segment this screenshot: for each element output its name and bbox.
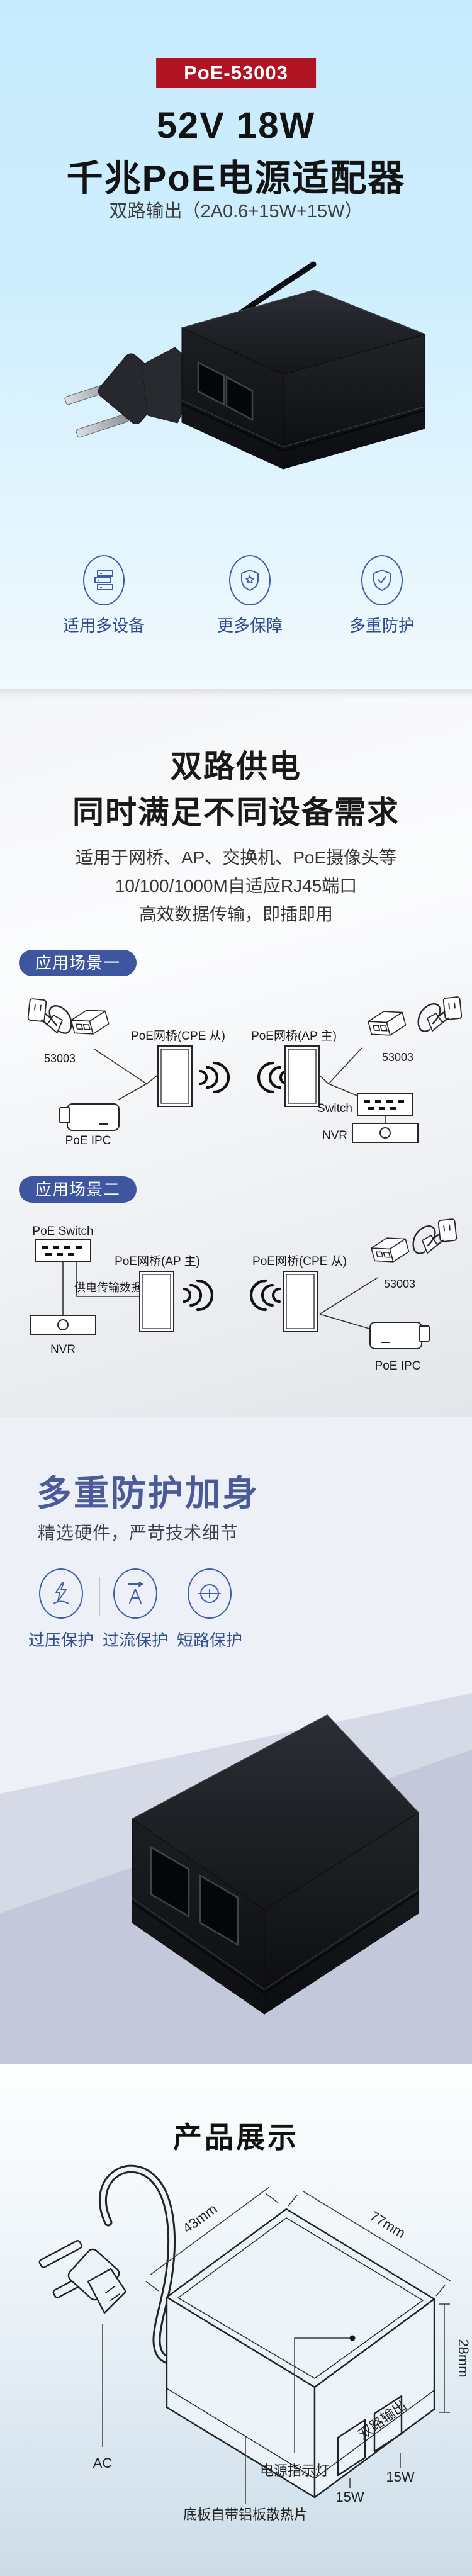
scenario1-diagram: 53003 PoE IPC PoE网桥(CPE 从) PoE网桥(AP 主) 5… xyxy=(26,996,463,1147)
cpe-bridge-glyph xyxy=(157,1045,193,1107)
rj45-port xyxy=(199,1874,239,1947)
svg-text:53003: 53003 xyxy=(382,1051,413,1064)
wifi-waves-icon xyxy=(200,1063,228,1092)
showcase-title: 产品展示 xyxy=(173,2121,299,2154)
rj45-port xyxy=(225,375,254,422)
svg-text:Switch: Switch xyxy=(317,1102,352,1115)
model-badge: PoE-53003 xyxy=(156,58,316,88)
wifi-waves-icon xyxy=(184,1281,212,1310)
rj45-port-outline xyxy=(373,2395,403,2453)
overcurrent-icon xyxy=(113,1568,157,1619)
adapter-glyph xyxy=(69,1005,111,1039)
poe-switch-glyph xyxy=(35,1239,91,1262)
protection-section: 多重防护加身 精选硬件，严苛技术细节 过压保护 过流保护 xyxy=(0,1417,472,2064)
feature-multi-protection: 多重防护 xyxy=(319,555,445,636)
showcase-section: 产品展示 xyxy=(0,2064,472,2576)
scenario1-badge: 应用场景一 xyxy=(19,950,137,976)
section-desc: 10/100/1000M自适应RJ45端口 xyxy=(115,876,357,896)
wifi-waves-icon xyxy=(251,1281,279,1310)
svg-text:供电传输数据: 供电传输数据 xyxy=(74,1281,142,1294)
dimension-28mm: 28mm xyxy=(439,2303,471,2413)
svg-text:28mm: 28mm xyxy=(456,2339,471,2377)
svg-text:PoE网桥(CPE 从): PoE网桥(CPE 从) xyxy=(252,1254,347,1268)
protection-label: 过流保护 xyxy=(102,1631,168,1650)
hero-subtitle: 双路输出（2A0.6+15W+15W） xyxy=(109,201,363,222)
svg-text:43mm: 43mm xyxy=(180,2201,220,2236)
switch-glyph xyxy=(357,1093,413,1116)
svg-text:53003: 53003 xyxy=(384,1278,415,1290)
short-circuit-icon xyxy=(188,1568,232,1619)
plug-drawing xyxy=(38,2240,127,2314)
camera-glyph xyxy=(369,1322,430,1349)
feature-more-assurance: 更多保障 xyxy=(187,555,313,636)
callout-line-led xyxy=(294,2337,350,2453)
nvr-glyph xyxy=(30,1315,96,1335)
svg-text:PoE网桥(CPE 从): PoE网桥(CPE 从) xyxy=(131,1029,225,1043)
callout-ac: AC xyxy=(93,2455,113,2471)
adapter-box-illustration xyxy=(181,290,426,470)
section-desc: 适用于网桥、AP、交换机、PoE摄像头等 xyxy=(75,848,397,867)
protection-overcurrent: 过流保护 xyxy=(98,1568,173,1651)
svg-text:PoE网桥(AP 主): PoE网桥(AP 主) xyxy=(251,1029,337,1043)
protection-title: 多重防护加身 xyxy=(37,1473,259,1513)
feature-label: 更多保障 xyxy=(216,616,283,635)
overvoltage-icon xyxy=(39,1568,83,1619)
hero-section: PoE-53003 52V 18W 千兆PoE电源适配器 双路输出（2A0.6+… xyxy=(0,0,472,689)
divider xyxy=(99,1577,100,1616)
feature-label: 多重防护 xyxy=(349,616,415,635)
callout-port1-power: 15W xyxy=(335,2489,364,2505)
scenario2-badge: 应用场景二 xyxy=(19,1176,137,1203)
shield-check-icon xyxy=(361,555,403,605)
svg-text:NVR: NVR xyxy=(322,1129,347,1142)
adapter-glyph xyxy=(366,1006,408,1040)
protection-label: 过压保护 xyxy=(28,1631,94,1650)
callout-heatsink: 底板自带铝板散热片 xyxy=(183,2507,308,2523)
ap-bridge-glyph xyxy=(139,1271,174,1332)
hero-product-photo xyxy=(64,261,426,470)
protection-subtitle: 精选硬件，严苛技术细节 xyxy=(38,1523,239,1543)
adapter-glyph xyxy=(369,1233,411,1267)
rj45-port-outline xyxy=(337,2419,366,2477)
wifi-waves-icon xyxy=(259,1063,287,1092)
protection-label: 短路保护 xyxy=(176,1631,242,1650)
ap-bridge-glyph xyxy=(284,1045,320,1107)
section-desc: 高效数据传输，即插即用 xyxy=(138,904,333,924)
callout-led: 电源指示灯 xyxy=(260,2463,329,2478)
feature-multi-device: 适用多设备 xyxy=(41,555,167,636)
svg-text:PoE IPC: PoE IPC xyxy=(375,1359,421,1373)
svg-text:PoE IPC: PoE IPC xyxy=(65,1134,111,1147)
nvr-glyph xyxy=(352,1123,419,1143)
section-heading: 同时满足不同设备需求 xyxy=(72,795,400,830)
svg-text:NVR: NVR xyxy=(50,1343,76,1356)
hero-title-spec: 52V 18W xyxy=(156,105,316,146)
callout-port2-power: 15W xyxy=(386,2469,414,2485)
adapter-box-illustration xyxy=(132,1714,419,2015)
hero-title-product: 千兆PoE电源适配器 xyxy=(66,158,406,199)
camera-glyph xyxy=(59,1103,120,1131)
svg-text:53003: 53003 xyxy=(44,1052,76,1065)
svg-text:77mm: 77mm xyxy=(367,2208,408,2241)
svg-text:PoE网桥(AP 主): PoE网桥(AP 主) xyxy=(115,1254,200,1268)
stacked-devices-icon xyxy=(83,555,125,605)
protection-short-circuit: 短路保护 xyxy=(172,1568,247,1651)
dual-power-section: 双路供电 同时满足不同设备需求 适用于网桥、AP、交换机、PoE摄像头等 10/… xyxy=(0,689,472,1417)
svg-text:PoE Switch: PoE Switch xyxy=(32,1225,93,1238)
led-dot xyxy=(349,2335,356,2341)
adapter-outline-box xyxy=(166,2208,435,2499)
cpe-bridge-glyph xyxy=(283,1271,318,1332)
protection-overvoltage: 过压保护 xyxy=(23,1568,99,1651)
feature-label: 适用多设备 xyxy=(62,616,145,635)
dimension-drawing: 43mm 77mm 28mm AC 电源指示灯 15W 15W xyxy=(38,2164,471,2523)
section-heading: 双路供电 xyxy=(171,749,301,784)
rj45-port xyxy=(150,1845,190,1918)
rj45-port xyxy=(197,361,225,407)
shield-star-icon xyxy=(229,555,271,605)
scenario2-diagram: PoE Switch 供电传输数据 NVR PoE网桥(AP 主) PoE网桥(… xyxy=(30,1218,458,1373)
protection-product-photo xyxy=(0,1693,472,2064)
